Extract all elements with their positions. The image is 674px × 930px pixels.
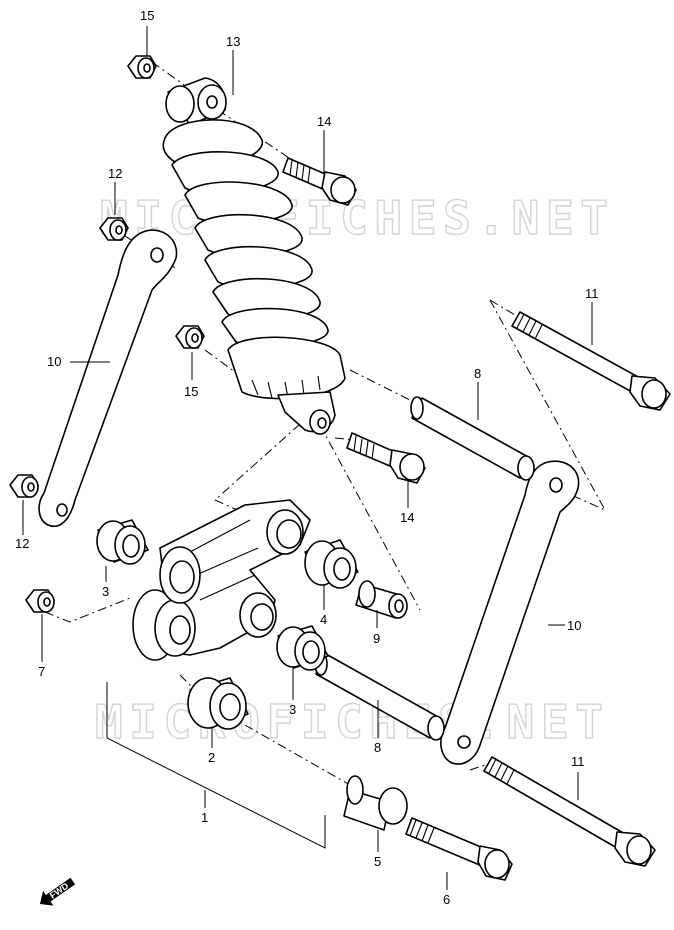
callout-13: 13 bbox=[226, 34, 240, 49]
watermark-top: MICROFICHES.NET bbox=[100, 191, 610, 245]
callout-1: 1 bbox=[201, 810, 208, 825]
collar-5 bbox=[343, 775, 408, 831]
spacer-tube-8-lower bbox=[314, 652, 445, 741]
callout-12-top: 12 bbox=[108, 166, 122, 181]
callout-leaders bbox=[22, 26, 593, 890]
nut-12-bottom bbox=[9, 474, 39, 498]
callout-6: 6 bbox=[443, 892, 450, 907]
bolt-11-upper bbox=[511, 311, 671, 411]
spacer-tube-8-upper bbox=[410, 396, 535, 481]
callout-7: 7 bbox=[38, 664, 45, 679]
fwd-arrow-icon: FWD bbox=[40, 877, 76, 906]
callout-15-mid: 15 bbox=[184, 384, 198, 399]
callout-9: 9 bbox=[373, 631, 380, 646]
callout-10-right: 10 bbox=[567, 618, 581, 633]
bushing-2 bbox=[187, 677, 249, 730]
bushing-3-lower bbox=[276, 625, 329, 671]
callout-8-lower: 8 bbox=[374, 740, 381, 755]
callout-14-upper: 14 bbox=[317, 114, 331, 129]
callout-5: 5 bbox=[374, 854, 381, 869]
bolt-11-lower bbox=[483, 756, 656, 867]
callout-3-upper: 3 bbox=[102, 584, 109, 599]
callout-8-upper: 8 bbox=[474, 366, 481, 381]
callout-12-bottom: 12 bbox=[15, 536, 29, 551]
nut-15-top bbox=[127, 55, 157, 79]
callout-3-lower: 3 bbox=[289, 702, 296, 717]
callout-bracket-1 bbox=[106, 682, 326, 849]
nut-12-top bbox=[99, 217, 129, 241]
callout-labels: 15 13 14 12 10 15 8 11 14 12 3 4 9 10 7 … bbox=[15, 8, 599, 907]
watermark-bottom: MICROFICHES.NET bbox=[95, 695, 605, 749]
callout-2: 2 bbox=[208, 750, 215, 765]
link-rod-right bbox=[440, 460, 580, 765]
callout-15-top: 15 bbox=[140, 8, 154, 23]
callout-10-left: 10 bbox=[47, 354, 61, 369]
bolt-6 bbox=[405, 817, 513, 881]
callout-14-lower: 14 bbox=[400, 510, 414, 525]
nut-7 bbox=[25, 589, 55, 613]
shock-absorber bbox=[162, 77, 346, 435]
bolt-14-upper bbox=[282, 157, 357, 206]
bolt-14-lower bbox=[346, 432, 426, 484]
nut-15-mid bbox=[175, 325, 205, 349]
bushing-4 bbox=[304, 539, 359, 589]
callout-11-upper: 11 bbox=[585, 286, 599, 301]
link-rod-left bbox=[38, 229, 178, 527]
bushing-3-upper bbox=[96, 519, 149, 565]
cushion-lever bbox=[132, 499, 311, 661]
bushing-9 bbox=[355, 580, 408, 619]
callout-11-lower: 11 bbox=[571, 754, 585, 769]
callout-4: 4 bbox=[320, 612, 327, 627]
